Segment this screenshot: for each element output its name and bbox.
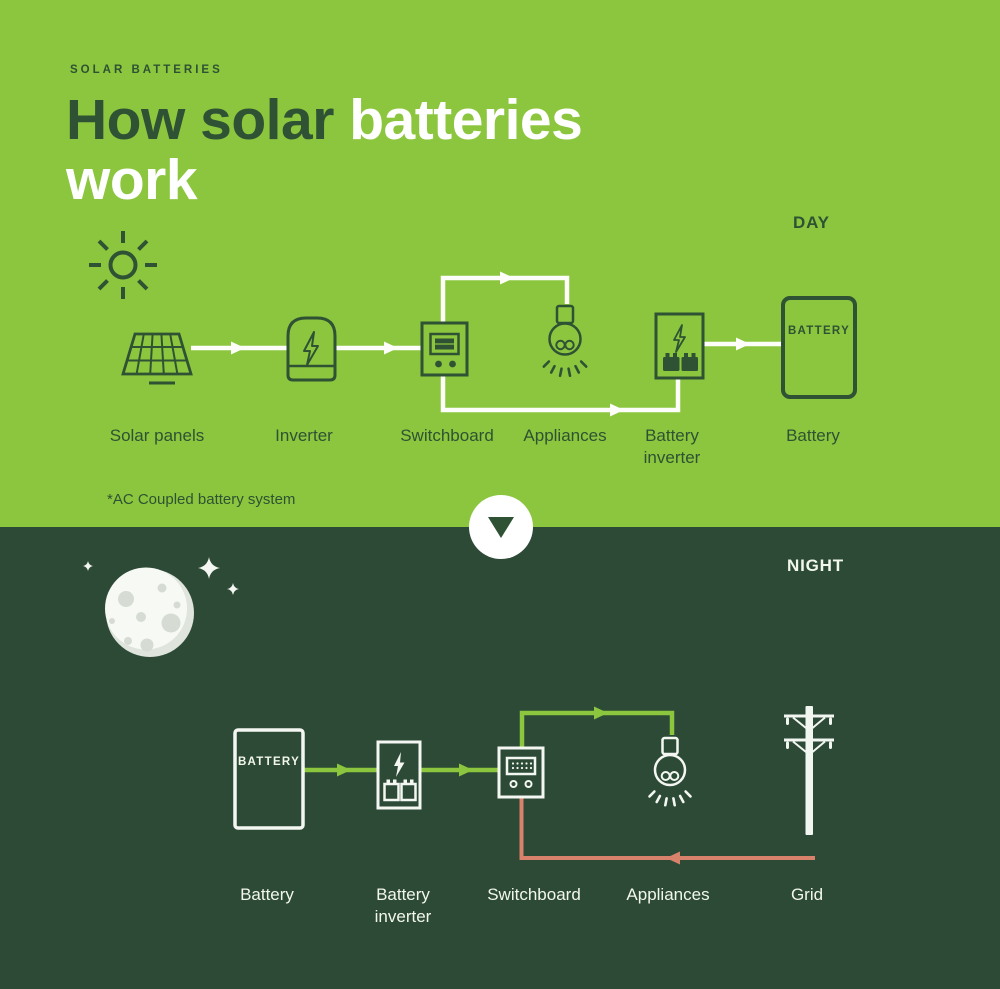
node-label-switchboard-night: Switchboard [487, 885, 581, 904]
day-section [0, 0, 1000, 527]
eyebrow-label: SOLAR BATTERIES [70, 64, 223, 76]
footnote: *AC Coupled battery system [107, 491, 296, 508]
node-label-inverter-day: Inverter [275, 426, 333, 445]
scroll-down-button[interactable] [469, 495, 533, 559]
title-part-dark: How solar [66, 88, 350, 152]
day-phase-label: DAY [793, 213, 830, 232]
title-part-light: batteries [349, 88, 583, 152]
night-section [0, 527, 1000, 989]
battery-box-label-day: BATTERY [787, 325, 851, 337]
chevron-down-icon [488, 517, 514, 538]
battery-box-label-night: BATTERY [237, 756, 301, 768]
node-label-appliances-night: Appliances [626, 885, 710, 904]
node-label-battery-inverter-day: Battery inverter [643, 426, 701, 467]
page-title: How solar batteries work [66, 90, 746, 210]
node-label-battery-inverter-night: Battery inverter [374, 885, 432, 926]
node-label-solar-panels: Solar panels [109, 426, 205, 445]
node-label-battery-night: Battery [240, 885, 294, 904]
node-label-battery-day: Battery [786, 426, 840, 445]
night-phase-label: NIGHT [787, 556, 844, 575]
node-label-grid: Grid [790, 885, 824, 904]
node-label-switchboard-day: Switchboard [400, 426, 494, 445]
node-label-appliances-day: Appliances [523, 426, 607, 445]
title-line2: work [66, 148, 198, 212]
